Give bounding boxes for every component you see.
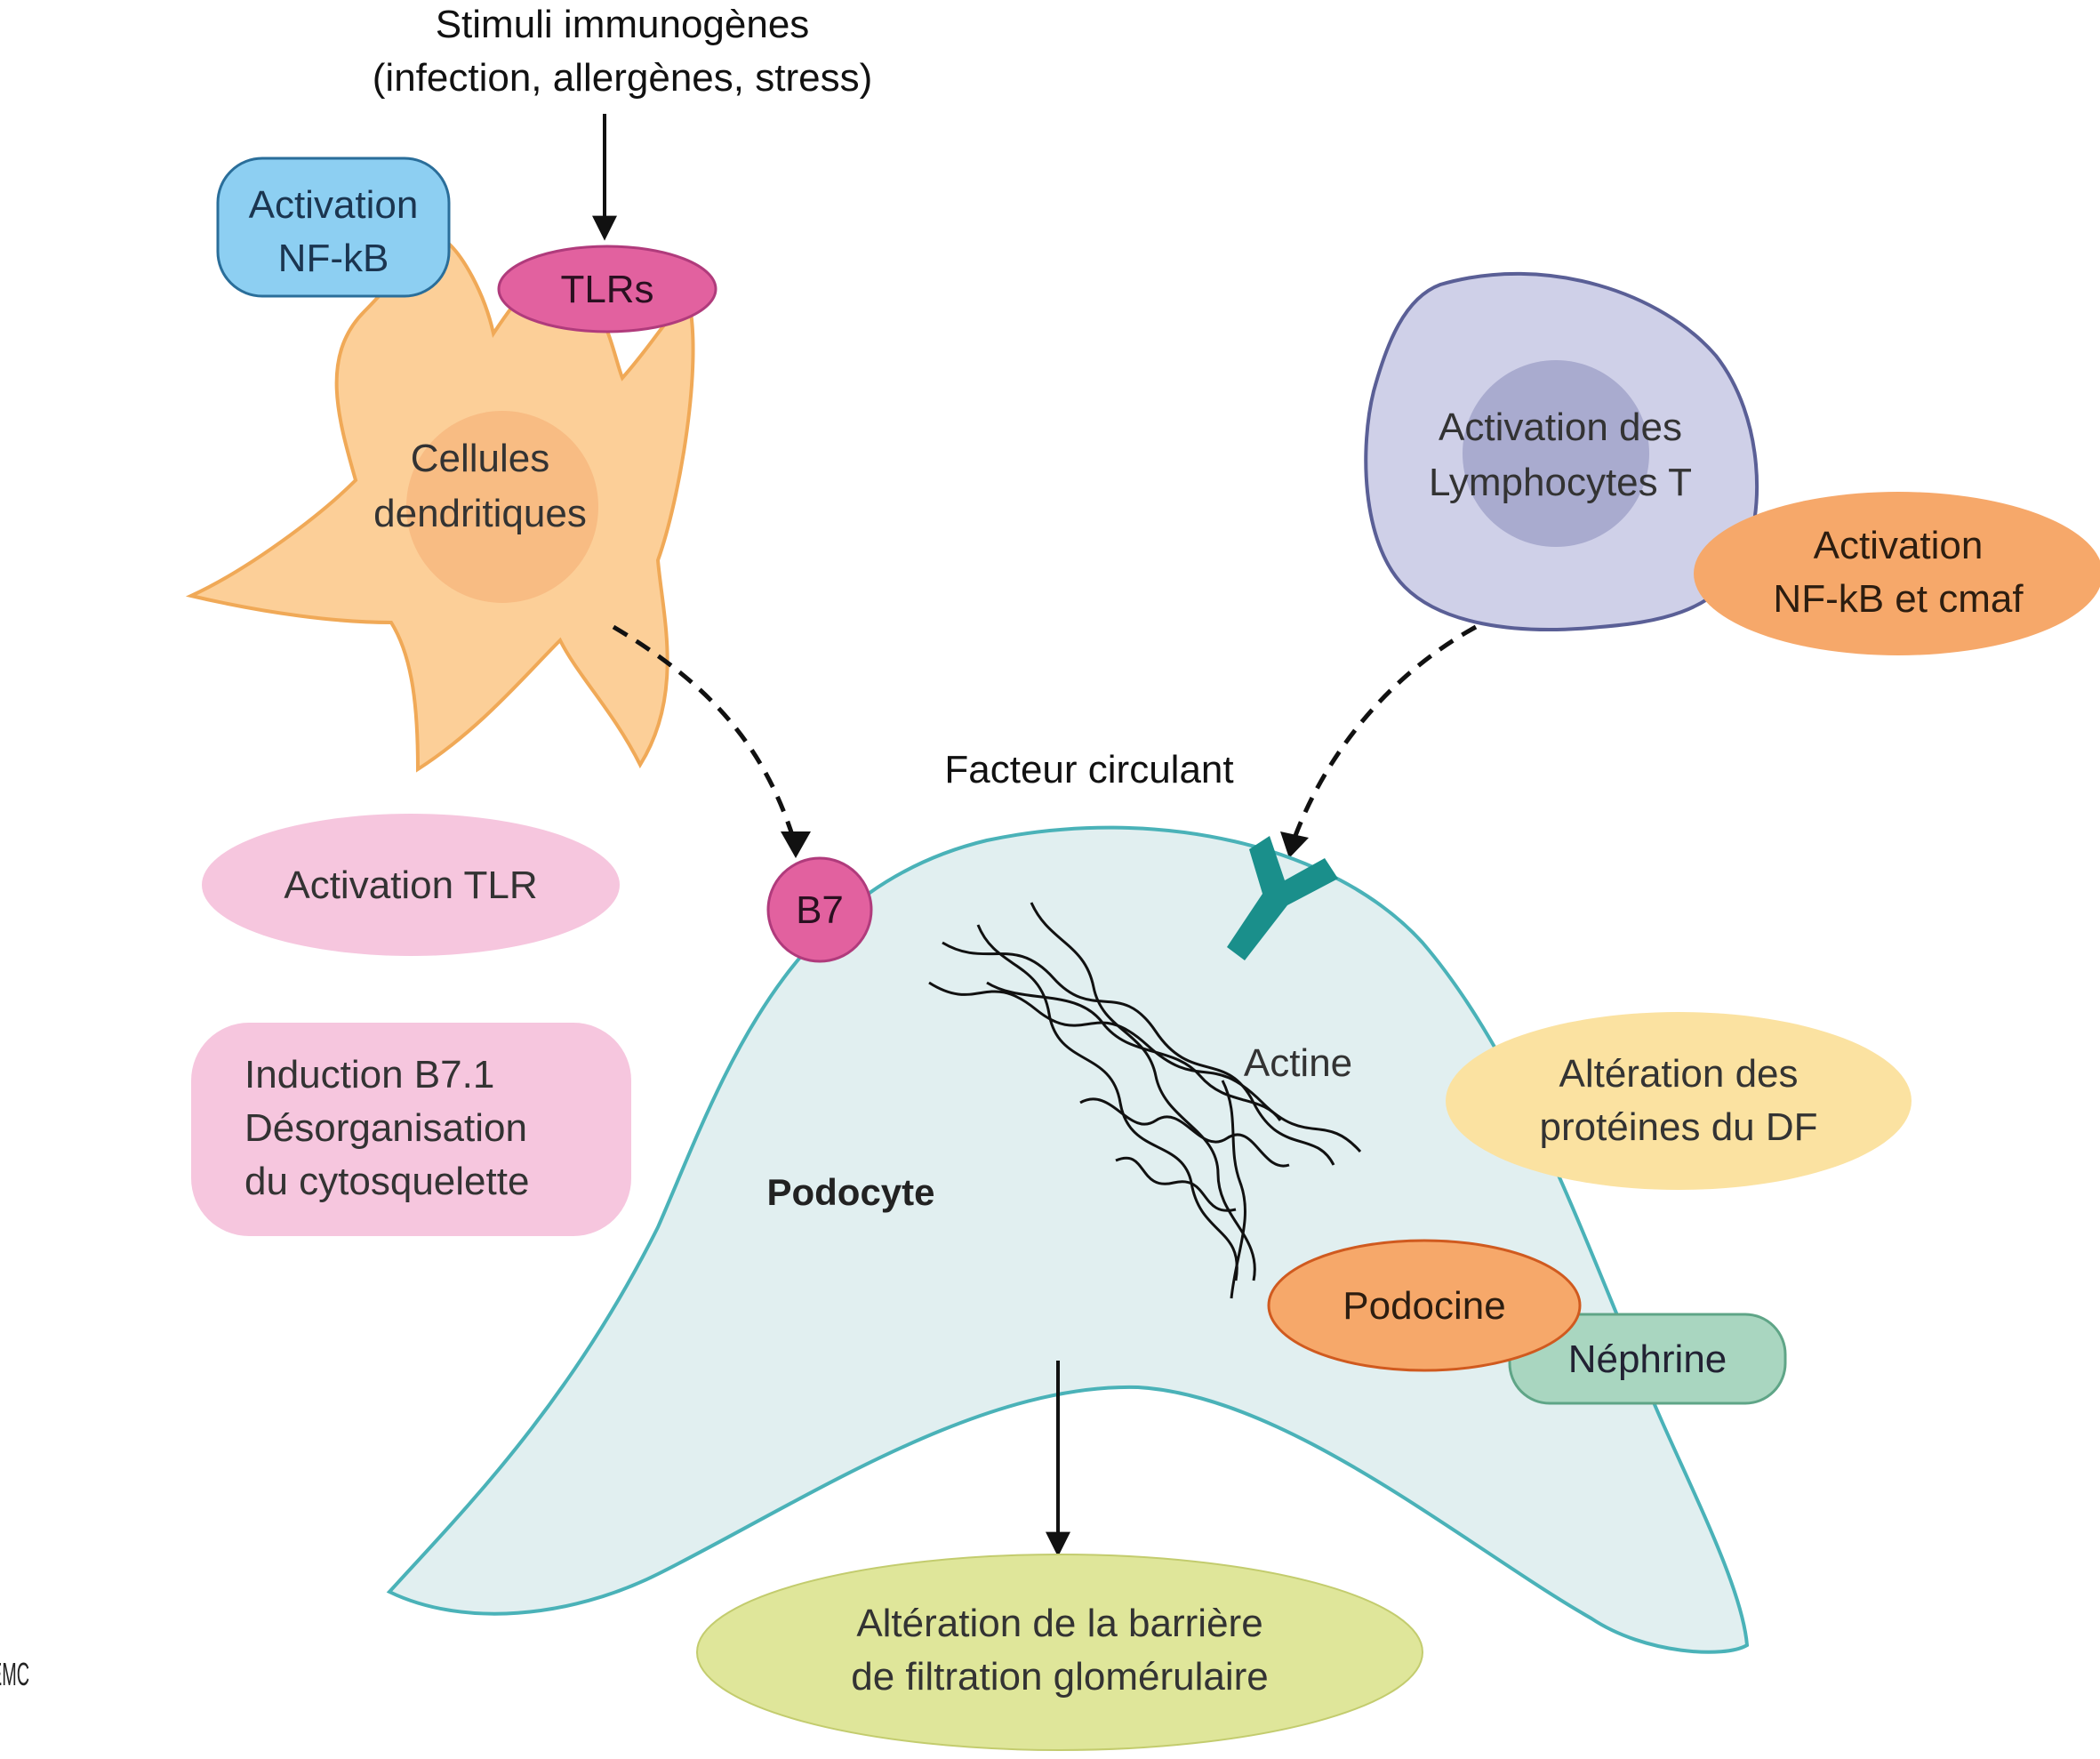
nfkb-box-dendritic [216, 157, 451, 298]
podocine-ellipse [1267, 1239, 1582, 1372]
lymphocyte-to-receptor-arrow [1291, 624, 1478, 841]
nfkb-cmaf-line1: Activation [1814, 524, 1984, 567]
nfkb-dendritic-line2: NF-kB [278, 237, 389, 280]
nfkb-dendritic-line1: Activation [249, 183, 419, 227]
induction-box [191, 1023, 631, 1236]
barrier-line1: Altération de la barrière [856, 1602, 1262, 1645]
activation-tlr-ellipse [202, 814, 620, 956]
df-line1: Altération des [1559, 1052, 1798, 1096]
actine-label: Actine [1244, 1041, 1352, 1085]
b7-label: B7 [796, 888, 844, 932]
nfkb-cmaf-line2: NF-kB et cmaf [1773, 577, 2024, 621]
lymphocyte-label-2: Lymphocytes T [1429, 461, 1692, 504]
dendritic-to-b7-arrow [612, 624, 797, 841]
induction-line3: du cytosquelette [244, 1160, 529, 1203]
emc-logo: EMC [0, 1658, 29, 1693]
stimulus-title: Stimuli immunogènes [436, 3, 810, 46]
dendritic-label-2: dendritiques [373, 492, 587, 535]
podocyte-body [386, 825, 1750, 1654]
tlrs-label: TLRs [560, 268, 653, 311]
induction-line2: Désorganisation [244, 1106, 527, 1150]
nfkb-cmaf-ellipse [1694, 492, 2100, 655]
df-line2: protéines du DF [1539, 1105, 1817, 1149]
podocine-label: Podocine [1343, 1284, 1505, 1328]
lymphocyte-label-1: Activation des [1439, 406, 1682, 449]
barrier-line2: de filtration glomérulaire [851, 1655, 1269, 1699]
induction-line1: Induction B7.1 [244, 1053, 494, 1096]
receptor-icon [1227, 836, 1338, 960]
stimulus-subtitle: (infection, allergènes, stress) [373, 56, 872, 100]
podocyte-label: Podocyte [766, 1171, 934, 1213]
barrier-ellipse [696, 1554, 1423, 1751]
tlrs-receptor [497, 245, 717, 333]
df-ellipse [1446, 1012, 1912, 1190]
activation-tlr-label: Activation TLR [284, 863, 537, 907]
b7-marker [766, 856, 873, 963]
actin-filaments [928, 902, 1362, 1299]
lymphocyte-nucleus [1463, 360, 1649, 547]
lymphocyte-to-receptor-arrowhead [1280, 831, 1309, 858]
facteur-circulant-label: Facteur circulant [944, 748, 1233, 791]
dendritic-to-b7-arrowhead [781, 831, 811, 858]
nephrine-label: Néphrine [1568, 1337, 1727, 1381]
dendritic-label-1: Cellules [411, 437, 550, 480]
dendritic-nucleus [406, 411, 598, 603]
